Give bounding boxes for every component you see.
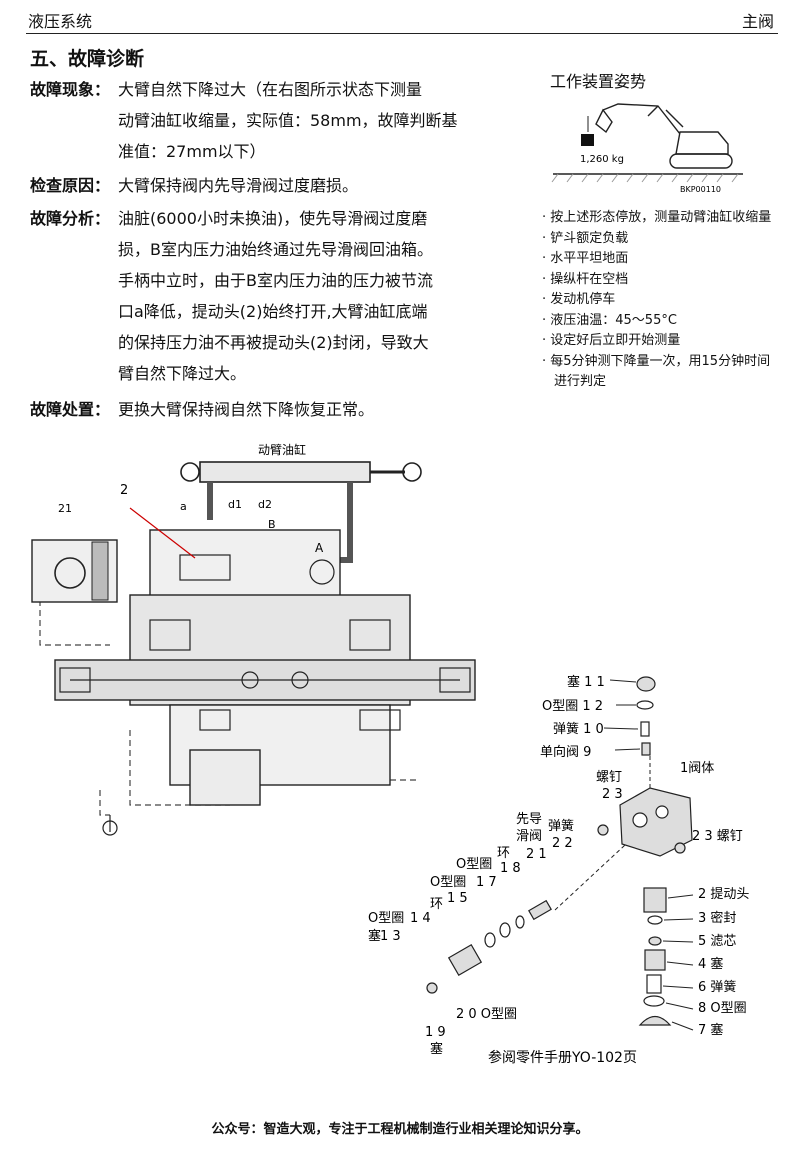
part-label-17-name: O型圈 (456, 857, 492, 872)
label-d1: d1 (228, 498, 242, 511)
part-label-1: 1阀体 (680, 761, 714, 776)
part-label-11: 塞 1 1 (567, 674, 605, 690)
part-label-20: 2 0 O型圈 (456, 1007, 517, 1022)
part-label-21-num: 2 1 (526, 847, 547, 862)
part-label-8: 8 O型圈 (698, 1001, 747, 1016)
excavator-figure: 1,260 kg BKP00110 (551, 103, 743, 194)
analysis-label: 故障分析： (30, 209, 111, 228)
part-label-12: O型圈 1 2 (542, 699, 603, 714)
condition-item: · 每5分钟测下降量一次，用15分钟时间进行判定 (542, 353, 771, 390)
cause-text: 大臂保持阀内先导滑阀过度磨损。 (118, 176, 359, 195)
symptom-text: 大臂自然下降过大（在右图所示状态下测量 动臂油缸收缩量，实际值：58mm，故障判… (118, 74, 488, 167)
analysis-line: 臂自然下降过大。 (118, 364, 247, 383)
diagram-labels: 21 2 a d1 d2 B A (58, 483, 324, 555)
part-label-7: 7 塞 (698, 1022, 723, 1038)
cause-label: 检查原因： (30, 176, 111, 195)
tank-symbol (102, 820, 118, 836)
part-label-2: 2 提动头 (698, 886, 749, 902)
condition-item: · 按上述形态停放，测量动臂油缸收缩量 (542, 210, 772, 225)
part-label-18-num: 1 8 (500, 861, 521, 876)
condition-item: · 设定好后立即开始测量 (542, 333, 681, 348)
condition-item: · 操纵杆在空档 (542, 271, 629, 287)
part-label-9: 单向阀 9 (540, 744, 591, 760)
section-title: 五、故障诊断 (30, 48, 145, 70)
page-header: 液压系统 主阀 (0, 0, 800, 36)
parts-labels: 塞 1 1 O型圈 1 2 弹簧 1 0 单向阀 9 1阀体 螺钉 2 3 2 … (368, 674, 749, 1057)
parts-shapes (426, 676, 693, 1026)
part-label-4: 4 塞 (698, 956, 723, 972)
header-divider (26, 33, 778, 34)
part-label-6: 6 弹簧 (698, 979, 736, 995)
header-section: 液压系统 (28, 12, 93, 31)
part-label-23a-name: 螺钉 (596, 770, 622, 785)
symptom-line: 准值：27mm以下） (118, 142, 266, 161)
symptom-label: 故障现象： (30, 80, 111, 99)
part-label-14-num: 1 4 (410, 911, 431, 926)
symptom-line: 动臂油缸收缩量，实际值：58mm，故障判断基 (118, 111, 458, 130)
valve-section-diagram: 动臂油缸 (31, 442, 476, 836)
condition-item: · 发动机停车 (542, 292, 616, 307)
label-d2: d2 (258, 498, 272, 511)
condition-item: · 水平平坦地面 (542, 251, 629, 266)
side-valve (31, 539, 118, 603)
pointer-arrow-2 (129, 507, 196, 559)
label-B: B (268, 518, 276, 531)
part-label-16-name: O型圈 (430, 875, 466, 890)
excavator-outline (595, 103, 733, 169)
action-text: 更换大臂保持阀自然下降恢复正常。 (118, 400, 375, 419)
action-label: 故障处置： (30, 400, 111, 419)
posture-title: 工作装置姿势 (550, 72, 647, 91)
part-label-21-name: 滑阀 (516, 829, 542, 844)
part-label-21-name: 先导 (516, 812, 542, 827)
ground-hatch (551, 173, 739, 183)
valve-internals (59, 554, 471, 731)
parts-exploded-view: 塞 1 1 O型圈 1 2 弹簧 1 0 单向阀 9 1阀体 螺钉 2 3 2 … (368, 674, 749, 1066)
part-label-17-num: 1 7 (476, 875, 497, 890)
part-label-19-name: 塞 (430, 1041, 443, 1057)
part-label-10: 弹簧 1 0 (553, 721, 604, 737)
analysis-line: 油脏(6000小时未换油)，使先导滑阀过度磨 (118, 209, 428, 228)
parts-reference: 参阅零件手册YO-102页 (488, 1049, 637, 1066)
condition-item: · 铲斗额定负载 (542, 230, 629, 246)
analysis-text: 油脏(6000小时未换油)，使先导滑阀过度磨 损，B室内压力油始终通过先导滑阀回… (118, 203, 488, 389)
analysis-line: 手柄中立时，由于B室内压力油的压力被节流 (118, 271, 433, 290)
part-label-22-num: 2 2 (552, 836, 573, 851)
header-topic: 主阀 (741, 12, 774, 31)
load-block (581, 134, 594, 146)
footer-note: 公众号：智造大观，专注于工程机械制造行业相关理论知识分享。 (211, 1122, 589, 1137)
cylinder-label: 动臂油缸 (258, 442, 306, 457)
boom-cylinder (180, 461, 422, 483)
label-a: a (180, 500, 187, 513)
analysis-line: 口a降低，提动头(2)始终打开,大臂油缸底端 (118, 302, 428, 321)
part-label-3: 3 密封 (698, 910, 736, 926)
label-21: 21 (58, 502, 72, 515)
part-label-14-name: 环 (430, 897, 443, 912)
label-2: 2 (120, 483, 128, 498)
label-A: A (315, 541, 324, 555)
analysis-line: 的保持压力油不再被提动头(2)封闭，导致大 (118, 333, 429, 352)
measurement-conditions: · 按上述形态停放，测量动臂油缸收缩量 · 铲斗额定负载 · 水平平坦地面 · … (542, 208, 772, 393)
part-label-18-name: 环 (497, 846, 510, 861)
symptom-line: 大臂自然下降过大（在右图所示状态下测量 (118, 80, 423, 99)
part-label-15: 1 5 (447, 891, 468, 906)
load-label: 1,260 kg (580, 154, 624, 165)
figure-code: BKP00110 (680, 185, 721, 194)
condition-item: · 液压油温：45～55°C (542, 312, 677, 328)
part-label-5: 5 滤芯 (698, 934, 736, 949)
part-label-19-num: 1 9 (425, 1025, 446, 1040)
part-label-13-num: 1 3 (380, 929, 401, 944)
part-label-13-name: 塞 (368, 928, 381, 944)
part-label-13-name: O型圈 (368, 911, 404, 926)
analysis-line: 损，B室内压力油始终通过先导滑阀回油箱。 (118, 240, 433, 259)
part-label-23a-num: 2 3 (602, 787, 623, 802)
part-label-22-name: 弹簧 (548, 818, 574, 834)
part-label-23b: 2 3 螺钉 (692, 829, 743, 844)
parts-leader-lines (554, 679, 694, 1031)
